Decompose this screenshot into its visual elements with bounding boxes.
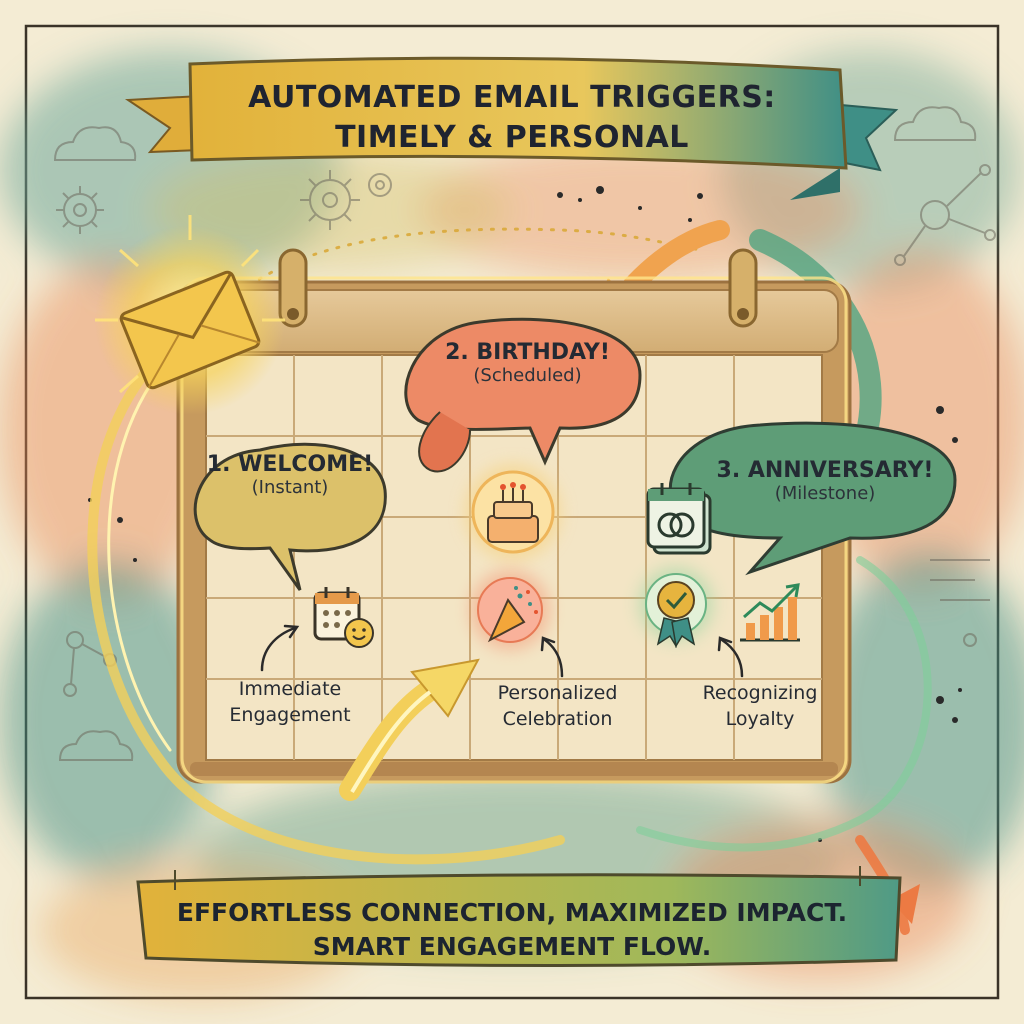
- caption-birthday-line2: Celebration: [502, 708, 613, 730]
- footer-banner: [136, 866, 902, 968]
- trigger-anniversary-sub: (Milestone): [774, 483, 876, 504]
- bubble-anniversary: [668, 421, 957, 576]
- title-line1: AUTOMATED EMAIL TRIGGERS:: [248, 80, 776, 115]
- cloud-icon: [893, 106, 977, 141]
- yellow-arrow: [339, 658, 480, 801]
- caption-welcome-line2: Engagement: [229, 704, 351, 726]
- trigger-anniversary: 3. ANNIVERSARY! (Milestone): [700, 458, 950, 504]
- trigger-anniversary-label: 3. ANNIVERSARY!: [716, 458, 934, 483]
- gear-icon: [300, 170, 360, 230]
- caption-anniversary: Recognizing Loyalty: [680, 680, 840, 732]
- caption-birthday-line1: Personalized: [497, 682, 618, 704]
- caption-welcome-line1: Immediate: [238, 678, 342, 700]
- footer-line1: EFFORTLESS CONNECTION, MAXIMIZED IMPACT.: [176, 898, 848, 927]
- bottom-arrow: [890, 884, 920, 924]
- trigger-birthday: 2. BIRTHDAY! (Scheduled): [415, 340, 640, 386]
- award-badge-icon: [638, 566, 714, 649]
- birthday-cake-icon: [465, 464, 561, 560]
- gear-icon: [56, 186, 104, 234]
- caption-arrows: [260, 624, 744, 678]
- footer-tagline: EFFORTLESS CONNECTION, MAXIMIZED IMPACT.…: [150, 896, 874, 964]
- envelope-icon: [95, 215, 285, 415]
- footer-line2: SMART ENGAGEMENT FLOW.: [312, 932, 712, 961]
- cloud-icon: [53, 126, 137, 161]
- trigger-birthday-label: 2. BIRTHDAY!: [445, 340, 610, 365]
- trigger-welcome: 1. WELCOME! (Instant): [190, 452, 390, 498]
- caption-anniversary-line1: Recognizing: [702, 682, 818, 704]
- trigger-welcome-sub: (Instant): [251, 477, 329, 498]
- caption-anniversary-line2: Loyalty: [725, 708, 795, 730]
- calendar-smiley-icon: [313, 587, 374, 648]
- caption-birthday: Personalized Celebration: [475, 680, 640, 732]
- gear-icon: [368, 173, 392, 197]
- trigger-birthday-sub: (Scheduled): [473, 365, 582, 386]
- rings-calendar-icon: [646, 483, 712, 555]
- page-title: AUTOMATED EMAIL TRIGGERS: TIMELY & PERSO…: [150, 78, 874, 158]
- growth-chart-icon: [740, 583, 800, 642]
- bubble-welcome: [193, 442, 387, 591]
- bubble-birthday: [404, 317, 642, 473]
- caption-welcome: Immediate Engagement: [210, 676, 370, 728]
- calendar-rings: [278, 248, 758, 328]
- party-popper-icon: [470, 570, 550, 650]
- title-line2: TIMELY & PERSONAL: [335, 120, 689, 155]
- cloud-icon: [58, 730, 134, 761]
- trigger-welcome-label: 1. WELCOME!: [206, 452, 374, 477]
- title-banner: [124, 56, 899, 200]
